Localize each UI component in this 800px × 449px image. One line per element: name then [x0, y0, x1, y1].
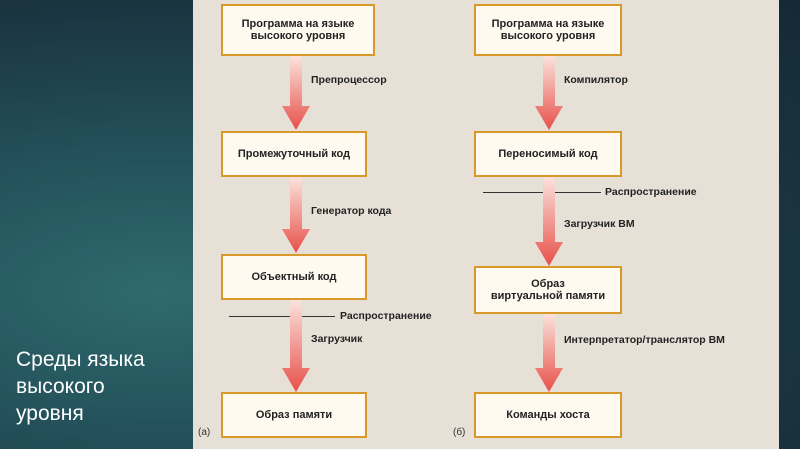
label-a-loader: Загрузчик — [311, 333, 363, 345]
figure-tag-b: (б) — [453, 427, 466, 438]
box-b-vm-image-line-1: Образ — [531, 278, 565, 290]
box-b-host-label: Команды хоста — [506, 409, 590, 421]
arrow-a-3 — [282, 300, 310, 392]
slide-title-line-2: высокого — [16, 375, 105, 398]
box-b-host: Команды хоста — [474, 392, 622, 438]
box-b-portable: Переносимый код — [474, 131, 622, 177]
arrow-a-1 — [282, 56, 310, 130]
label-b-compiler: Компилятор — [564, 74, 628, 86]
label-b-interpreter: Интерпретатор/транслятор ВМ — [564, 334, 725, 346]
distribution-line-a — [229, 316, 335, 317]
box-a-source-line-2: высокого уровня — [250, 30, 346, 42]
label-b-vm-loader: Загрузчик ВМ — [564, 218, 635, 230]
box-a-object-label: Объектный код — [251, 271, 337, 283]
figure-tag-a: (а) — [198, 427, 211, 438]
box-b-portable-label: Переносимый код — [498, 148, 598, 160]
box-b-source-line-1: Программа на языке — [491, 18, 605, 30]
box-a-intermediate-label: Промежуточный код — [237, 148, 351, 160]
arrow-b-1 — [535, 56, 563, 130]
label-b-distribution: Распространение — [605, 186, 697, 198]
box-a-source-line-1: Программа на языке — [241, 18, 355, 30]
slide-title-line-1: Среды языка — [16, 348, 145, 371]
diagram-figure: Программа на языке высокого уровня Препр… — [193, 0, 779, 449]
box-a-intermediate: Промежуточный код — [221, 131, 367, 177]
box-b-source: Программа на языке высокого уровня — [474, 4, 622, 56]
box-a-source: Программа на языке высокого уровня — [221, 4, 375, 56]
arrow-a-2 — [282, 177, 310, 253]
box-a-memory-label: Образ памяти — [255, 409, 333, 421]
slide-title: Среды языка высокого уровня — [16, 346, 191, 427]
arrow-b-3 — [535, 314, 563, 392]
box-b-vm-image-line-2: виртуальной памяти — [490, 290, 606, 302]
box-b-source-line-2: высокого уровня — [500, 30, 596, 42]
arrow-b-2 — [535, 177, 563, 266]
label-a-preprocessor: Препроцессор — [311, 74, 387, 86]
label-a-codegen: Генератор кода — [311, 205, 392, 217]
box-b-vm-image: Образ виртуальной памяти — [474, 266, 622, 314]
box-a-object: Объектный код — [221, 254, 367, 300]
label-a-distribution: Распространение — [340, 310, 432, 322]
distribution-line-b — [483, 192, 601, 193]
slide-title-line-3: уровня — [16, 402, 84, 425]
box-a-memory: Образ памяти — [221, 392, 367, 438]
